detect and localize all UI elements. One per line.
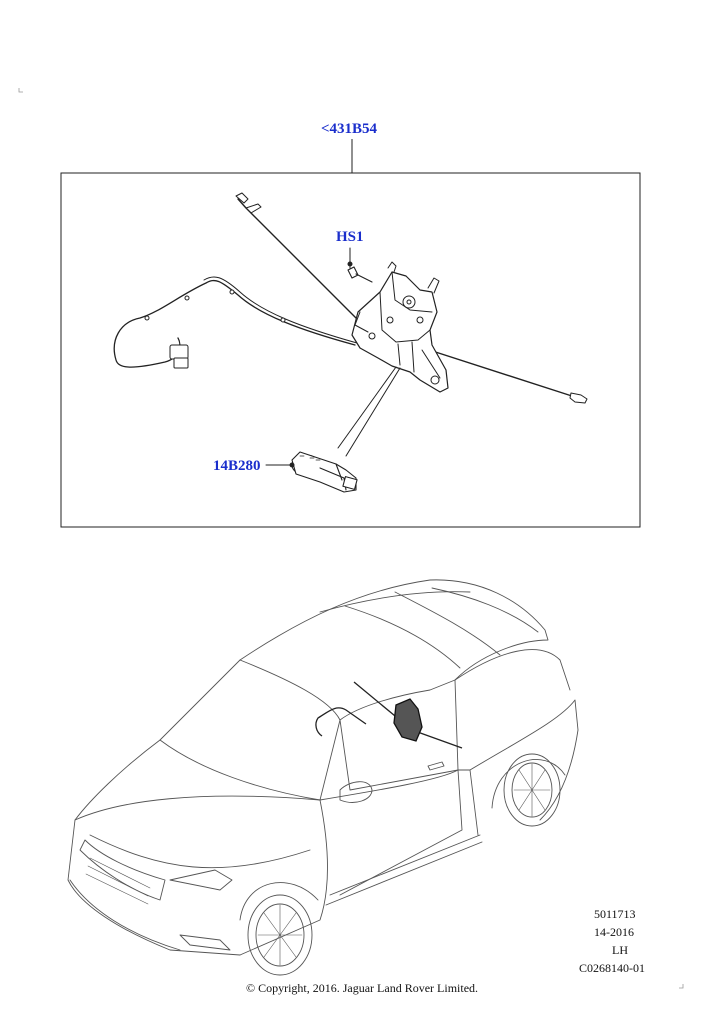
windshield bbox=[159, 659, 341, 801]
actuator-motor bbox=[291, 451, 358, 493]
corner-mark-bottom-right bbox=[679, 984, 684, 989]
wire-harness bbox=[113, 279, 356, 368]
detail-frame bbox=[60, 172, 641, 528]
meta-drawing-code: C0268140-01 bbox=[579, 961, 645, 975]
callout-14b280[interactable]: 14B280 bbox=[213, 458, 261, 474]
callout-hs1[interactable]: HS1 bbox=[336, 229, 364, 245]
hs1-bolt bbox=[347, 266, 373, 283]
meta-id: 5011713 bbox=[594, 907, 636, 921]
corner-mark-top-left bbox=[18, 88, 23, 93]
latch-location-highlight bbox=[315, 681, 463, 749]
upper-cable-rod bbox=[237, 198, 359, 321]
latch-body bbox=[351, 271, 449, 393]
latch-assembly bbox=[113, 192, 588, 493]
lower-cable-rod bbox=[419, 346, 576, 398]
vehicle-illustration bbox=[67, 579, 579, 976]
callout-431b54[interactable]: <431B54 bbox=[321, 121, 378, 137]
copyright-notice: © Copyright, 2016. Jaguar Land Rover Lim… bbox=[245, 981, 479, 995]
meta-side: LH bbox=[612, 943, 628, 957]
meta-date: 14-2016 bbox=[594, 925, 634, 939]
